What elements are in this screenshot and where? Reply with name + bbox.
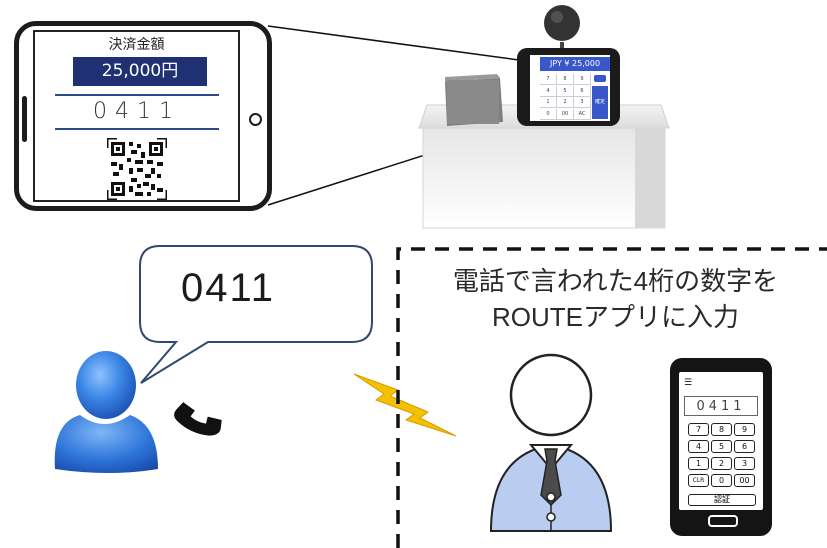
pos-key: 1 — [540, 97, 557, 108]
pos-key: 00 — [557, 108, 574, 120]
amount-title: 決済金額 — [108, 37, 165, 53]
phone-key[interactable]: 6 — [734, 440, 755, 453]
phone-key[interactable]: CLR — [688, 474, 709, 487]
smartphone-display: 0411 — [684, 396, 758, 416]
pos-confirm-key: 確定 — [592, 86, 608, 119]
divider-bottom — [55, 128, 219, 130]
pos-key: 7 — [540, 74, 557, 85]
pos-key: 9 — [574, 74, 591, 85]
divider-top — [55, 94, 219, 96]
customer-person-icon — [54, 351, 158, 473]
amount-value: 25,000円 — [73, 57, 207, 86]
phone-key[interactable]: 0 — [711, 474, 732, 487]
pos-key: AC — [574, 108, 591, 120]
phone-key[interactable]: 00 — [734, 474, 755, 487]
phone-key[interactable]: 5 — [711, 440, 732, 453]
pos-key: 5 — [557, 85, 574, 97]
pos-key: 3 — [574, 97, 591, 108]
auth-button[interactable]: 認証 — [688, 494, 756, 506]
phone-key[interactable]: 4 — [688, 440, 709, 453]
pos-key: 4 — [540, 85, 557, 97]
tablet-side-button — [22, 96, 27, 142]
pos-key: 8 — [557, 74, 574, 85]
smartphone-screen — [679, 372, 763, 510]
phone-key[interactable]: 9 — [734, 423, 755, 436]
tablet-code: 0411 — [93, 99, 181, 124]
pos-counter-illustration — [418, 5, 670, 229]
pos-header: JPY ¥ 25,000 — [540, 57, 610, 71]
pos-key: 6 — [574, 85, 591, 97]
pos-key: 2 — [557, 97, 574, 108]
smartphone-home-button — [708, 515, 738, 527]
staff-person-icon — [489, 353, 613, 532]
bubble-code: 0411 — [181, 266, 276, 310]
pos-key: 0 — [540, 108, 557, 120]
tablet-home-button — [249, 113, 262, 126]
phone-key[interactable]: 8 — [711, 423, 732, 436]
phone-key[interactable]: 3 — [734, 457, 755, 470]
phone-key[interactable]: 1 — [688, 457, 709, 470]
phone-key[interactable]: 7 — [688, 423, 709, 436]
phone-handset-icon — [174, 402, 222, 436]
backspace-icon — [594, 75, 606, 82]
caption-line1: 電話で言われた4桁の数字を — [452, 266, 779, 296]
phone-key[interactable]: 2 — [711, 457, 732, 470]
lightning-icon — [353, 373, 457, 437]
qr-code-icon — [107, 138, 167, 200]
menu-icon: ☰ — [684, 378, 693, 388]
caption-line2: ROUTEアプリに入力 — [491, 302, 739, 332]
